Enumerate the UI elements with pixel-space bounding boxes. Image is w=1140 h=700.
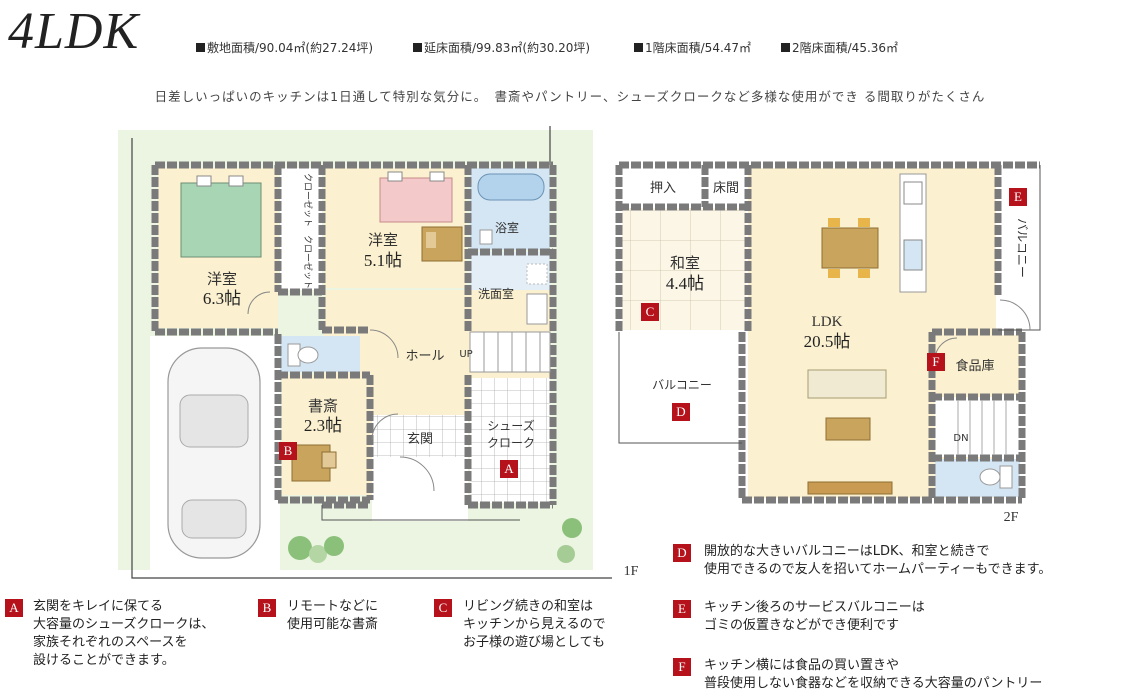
bath-label: 浴室 <box>495 220 519 235</box>
note-c: リビング続きの和室は キッチンから見えるので お子様の遊び場としても <box>463 599 606 650</box>
square-bullet-icon <box>196 43 205 52</box>
study-size: 2.3帖 <box>304 416 342 435</box>
western-b-name: 洋室 <box>368 232 398 249</box>
balcony-d-floor <box>622 335 742 443</box>
floor-2-label: 2F <box>1004 510 1019 525</box>
stairs-1f <box>469 331 551 373</box>
japanese-room-size: 4.4帖 <box>666 274 704 293</box>
washbasin <box>526 293 548 325</box>
japanese-room-name: 和室 <box>670 255 700 272</box>
badge-d-on-plan: D <box>672 403 690 421</box>
square-bullet-icon <box>413 43 422 52</box>
stairs-up-label: UP <box>459 349 472 360</box>
note-e-badge: E <box>673 600 691 618</box>
porch-floor <box>372 457 468 521</box>
note-e: キッチン後ろのサービスバルコニーは ゴミの仮置きなどができ便利です <box>704 600 925 633</box>
study-name: 書斎 <box>308 397 338 415</box>
shrubs-icon <box>288 518 582 563</box>
washroom-label: 洗面室 <box>478 286 514 301</box>
bed-western-b <box>379 177 453 223</box>
badge-a-on-plan: A <box>500 460 518 478</box>
floor-1-walls <box>151 161 557 509</box>
tokonoma-label: 床間 <box>713 181 739 196</box>
note-a: 玄関をキレイに保てる 大容量のシューズクロークは、 家族それぞれのスペースを 設… <box>33 599 215 668</box>
floor-1-label: 1F <box>624 564 639 579</box>
spec-first-floor-area: 1階床面積/54.47㎡ <box>634 39 751 56</box>
ldk-name: LDK <box>812 314 843 330</box>
badge-c-on-plan: C <box>641 303 659 321</box>
spec-site-area: 敷地面積/90.04㎡(約27.24坪) <box>196 39 373 56</box>
note-d-badge: D <box>673 544 691 562</box>
closet-label-2: クローゼット <box>302 235 314 289</box>
shoe-cloak-floor <box>470 378 550 503</box>
square-bullet-icon <box>781 43 790 52</box>
pantry-floor <box>935 335 1020 395</box>
door-swings-1f <box>247 291 435 492</box>
tokonoma-floor <box>706 168 746 206</box>
sofa <box>807 369 887 399</box>
stairs-2f <box>957 400 1007 455</box>
spec-total-floor-area: 延床面積/99.83㎡(約30.20坪) <box>413 39 590 56</box>
stairs-2f-floor <box>935 397 1020 457</box>
shoe-cloak-label-2: クローク <box>487 436 535 450</box>
western-b-size: 5.1帖 <box>364 251 402 270</box>
bathtub <box>477 173 545 201</box>
floor-2-plan: 押入 床間 和室 4.4帖 LDK 20.5帖 バルコニー バルコニー 食品庫 … <box>615 161 1041 525</box>
oshiire-label: 押入 <box>650 181 676 196</box>
badge-e-on-plan: E <box>1009 188 1027 206</box>
site-boundary <box>131 138 612 579</box>
western-a-name: 洋室 <box>207 271 237 288</box>
balcony-d-label: バルコニー <box>652 378 712 392</box>
hall-label: ホール <box>405 349 444 364</box>
tv-board <box>807 481 893 495</box>
spec-second-floor-area: 2階床面積/45.36㎡ <box>781 39 898 56</box>
closet-floor <box>280 168 322 290</box>
floor-1-plan: 洋室 6.3帖 クローゼット クローゼット 洋室 5.1帖 浴室 洗面室 ホール… <box>118 126 639 579</box>
note-d: 開放的な大きいバルコニーはLDK、和室と続きで 使用できるので友人を招いてホーム… <box>704 544 1052 577</box>
shoe-cloak-label-1: シューズ <box>487 418 534 433</box>
stairs-down-label: DN <box>953 433 968 444</box>
entrance-label: 玄関 <box>407 432 433 447</box>
pantry-label: 食品庫 <box>955 358 994 374</box>
kitchen-sink <box>903 239 923 271</box>
badge-b-on-plan: B <box>279 442 297 460</box>
note-c-badge: C <box>434 599 452 617</box>
square-bullet-icon <box>634 43 643 52</box>
note-f: キッチン横には食品の買い置きや 普段使用しない食器などを収納できる大容量のパント… <box>704 658 1043 691</box>
western-a-size: 6.3帖 <box>203 289 241 308</box>
bed-western-a <box>180 182 262 258</box>
toilet-2f <box>999 465 1013 489</box>
note-b: リモートなどに 使用可能な書斎 <box>287 599 379 632</box>
note-a-badge: A <box>5 599 23 617</box>
page-title: 4LDK <box>8 3 140 60</box>
oshiire-floor <box>622 168 704 206</box>
note-f-badge: F <box>673 658 691 676</box>
tagline: 日差しいっぱいのキッチンは1日通して特別な気分に。 書斎やパントリー、シューズク… <box>154 89 986 104</box>
car-icon <box>167 347 261 559</box>
ldk-size: 20.5帖 <box>804 332 851 351</box>
note-b-badge: B <box>258 599 276 617</box>
entrance-floor <box>372 415 468 457</box>
living-table <box>825 417 871 441</box>
balcony-e-label: バルコニー <box>1015 218 1029 278</box>
badge-f-on-plan: F <box>927 353 945 371</box>
closet-label-1: クローゼット <box>302 173 314 227</box>
dining-table-icon <box>821 218 879 278</box>
